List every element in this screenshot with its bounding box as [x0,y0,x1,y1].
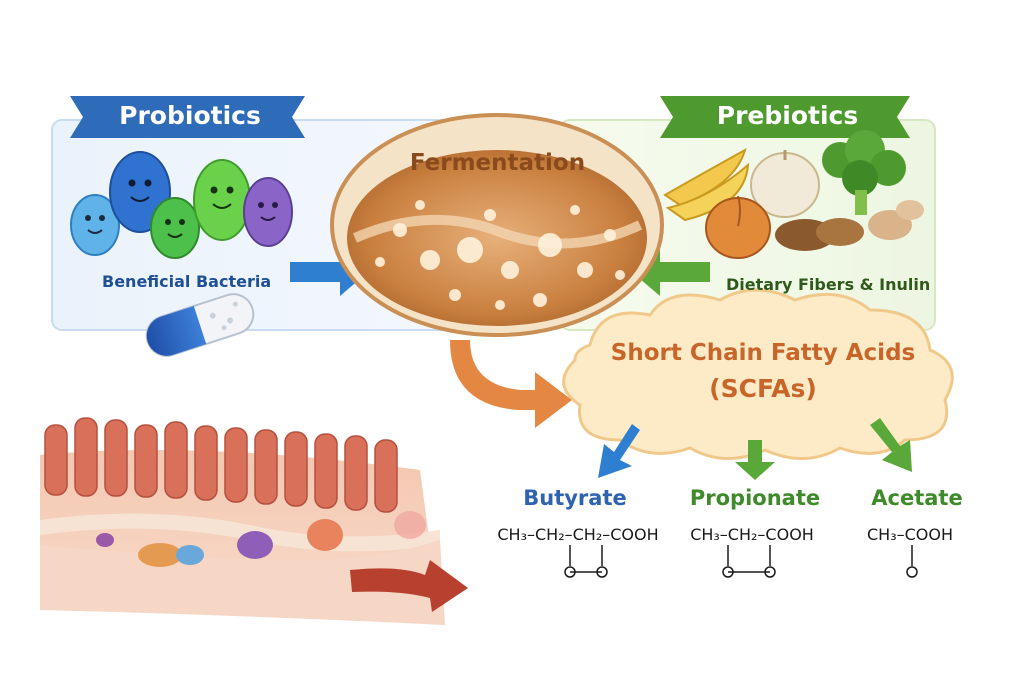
prebiotics-banner [660,96,910,138]
prebiotics-banner-label: Prebiotics [716,101,859,130]
probiotics-banner-label: Probiotics [119,101,261,130]
acid-name-butyrate: Butyrate [523,486,627,510]
formula-acetate: CH₃–COOH [866,525,953,544]
formula-propionate: CH₃–CH₂–COOH [690,525,814,544]
fermentation-vessel [330,113,664,337]
arrow-intestine-to-acids [350,560,468,612]
formula-butyrate: CH₃–CH₂–CH₂–COOH [497,525,659,544]
arrow-scfa-to-propionate [735,440,775,480]
propionate-structure [722,545,776,578]
acetate-structure [906,545,918,578]
arrow-fermentation-to-scfa [450,340,572,428]
arrow-scfa-to-acetate [870,418,912,472]
probiotics-banner [70,96,305,138]
prebiotics-subtitle: Dietary Fibers & Inulin [726,275,931,294]
arrow-scfa-to-butyrate [598,424,640,478]
acid-name-propionate: Propionate [689,486,821,510]
scfa-title-line1: Short Chain Fatty Acids [610,340,916,366]
scfa-title-line2: (SCFAs) [709,374,817,403]
scfa-cloud [562,288,954,460]
intestine-icon [40,417,445,625]
food-icon [663,130,924,259]
probiotics-subtitle: Beneficial Bacteria [102,272,272,291]
butyrate-structure [564,545,608,578]
fermentation-title: Fermentation [409,150,586,176]
capsule-icon [145,293,255,357]
acid-name-acetate: Acetate [871,486,963,510]
bacteria-icon [70,151,293,259]
